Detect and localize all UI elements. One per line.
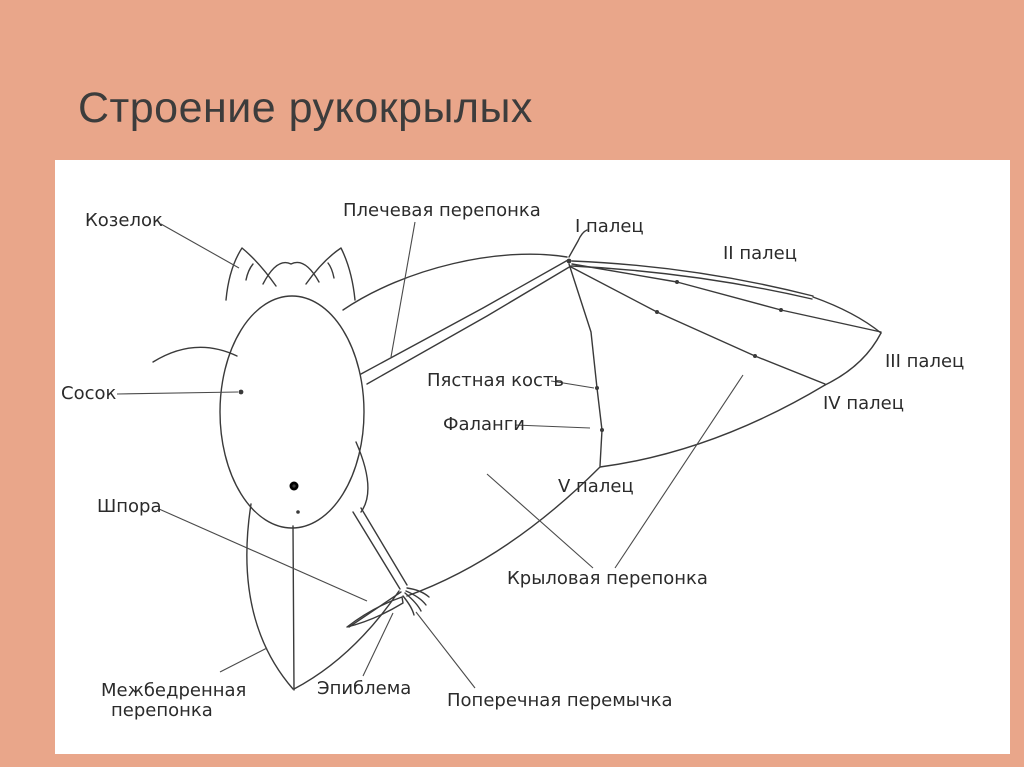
label-wing-membrane: Крыловая перепонка [507, 568, 708, 589]
leg-tail-group [246, 503, 430, 691]
foot-toe-2 [405, 590, 427, 606]
finger-3-joint-1 [675, 280, 679, 284]
leader-phalanges [514, 424, 591, 429]
finger-2-bone-a [571, 260, 814, 297]
wrist-joint [566, 258, 572, 264]
label-interfemoral-line2: перепонка [111, 700, 213, 721]
leader-nipple [116, 391, 239, 395]
foot-toe-1 [406, 587, 430, 598]
diagram-labels: Козелок Плечевая перепонка I палец II па… [61, 200, 964, 721]
label-spur: Шпора [97, 496, 162, 517]
finger-4-bone [570, 266, 826, 385]
leader-transverse-bridge [415, 611, 476, 689]
leader-tragus [160, 223, 240, 269]
foot-toe-3 [404, 592, 422, 612]
label-finger-2: II палец [723, 243, 797, 264]
membrane-body-line [355, 441, 369, 513]
membrane-edge-3-4 [824, 332, 882, 386]
label-finger-5: V палец [558, 476, 634, 497]
right-ear [305, 247, 356, 301]
left-wing-stub [152, 346, 238, 363]
finger-2-bone-b [571, 265, 813, 300]
finger-4-joint-1 [655, 310, 659, 314]
leg-bone-a [352, 511, 401, 590]
head-dome [262, 261, 320, 285]
membrane-edge-4-5 [599, 384, 826, 468]
leader-wing-membrane-right [614, 374, 744, 569]
epiblema-lobe [346, 596, 404, 628]
label-shoulder-membrane: Плечевая перепонка [343, 200, 541, 221]
membrane-edge-2-3 [812, 296, 882, 334]
interfemoral-edge-left [246, 503, 294, 690]
finger-5-joint-1 [595, 386, 599, 390]
label-epiblema: Эпиблема [317, 678, 411, 699]
interfemoral-edge-right [293, 590, 400, 690]
leader-epiblema [362, 612, 394, 677]
right-ear-tragus [327, 262, 335, 279]
finger-3-joint-2 [779, 308, 783, 312]
propatagium-leading-edge [342, 253, 568, 311]
bat-drawing [152, 229, 882, 691]
leg-bone-b [360, 507, 408, 586]
arm-bone-upper [360, 259, 569, 375]
leader-wing-membrane-left [486, 473, 594, 569]
anus-dot [296, 510, 300, 514]
leader-lines [116, 221, 744, 689]
label-interfemoral-line1: Межбедренная [101, 680, 246, 701]
page-title: Строение рукокрылых [78, 84, 533, 132]
finger-3-bone [571, 263, 882, 333]
thumb-finger-1 [568, 229, 588, 258]
diagram-panel: Козелок Плечевая перепонка I палец II па… [55, 160, 1010, 754]
leader-spur [158, 508, 368, 602]
bat-anatomy-diagram: Козелок Плечевая перепонка I палец II па… [61, 200, 964, 721]
tail-bone [292, 525, 295, 691]
leader-shoulder-membrane [390, 221, 416, 358]
genital-dot [292, 484, 296, 488]
finger-5-joint-2 [600, 428, 604, 432]
label-finger-1: I палец [575, 216, 644, 237]
bat-torso [219, 295, 365, 529]
left-ear [225, 247, 277, 301]
label-transverse-bridge: Поперечная перемычка [447, 690, 673, 711]
label-tragus: Козелок [85, 210, 163, 231]
label-metacarpal: Пястная кость [427, 370, 564, 391]
label-finger-4: IV палец [823, 393, 904, 414]
bat-body-group [152, 247, 365, 529]
wing-group [342, 229, 882, 597]
label-nipple: Сосок [61, 383, 116, 404]
left-ear-tragus [245, 263, 254, 281]
leader-interfemoral [219, 647, 268, 673]
finger-4-joint-2 [753, 354, 757, 358]
leader-metacarpal [550, 380, 595, 389]
arm-bone-lower [366, 265, 572, 385]
label-phalanges: Фаланги [443, 414, 525, 435]
foot-toe-4 [402, 595, 415, 616]
membrane-edge-5-foot [406, 466, 601, 597]
nipple-dot [238, 389, 244, 395]
label-finger-3: III палец [885, 351, 964, 372]
finger-5-bone [568, 263, 603, 467]
